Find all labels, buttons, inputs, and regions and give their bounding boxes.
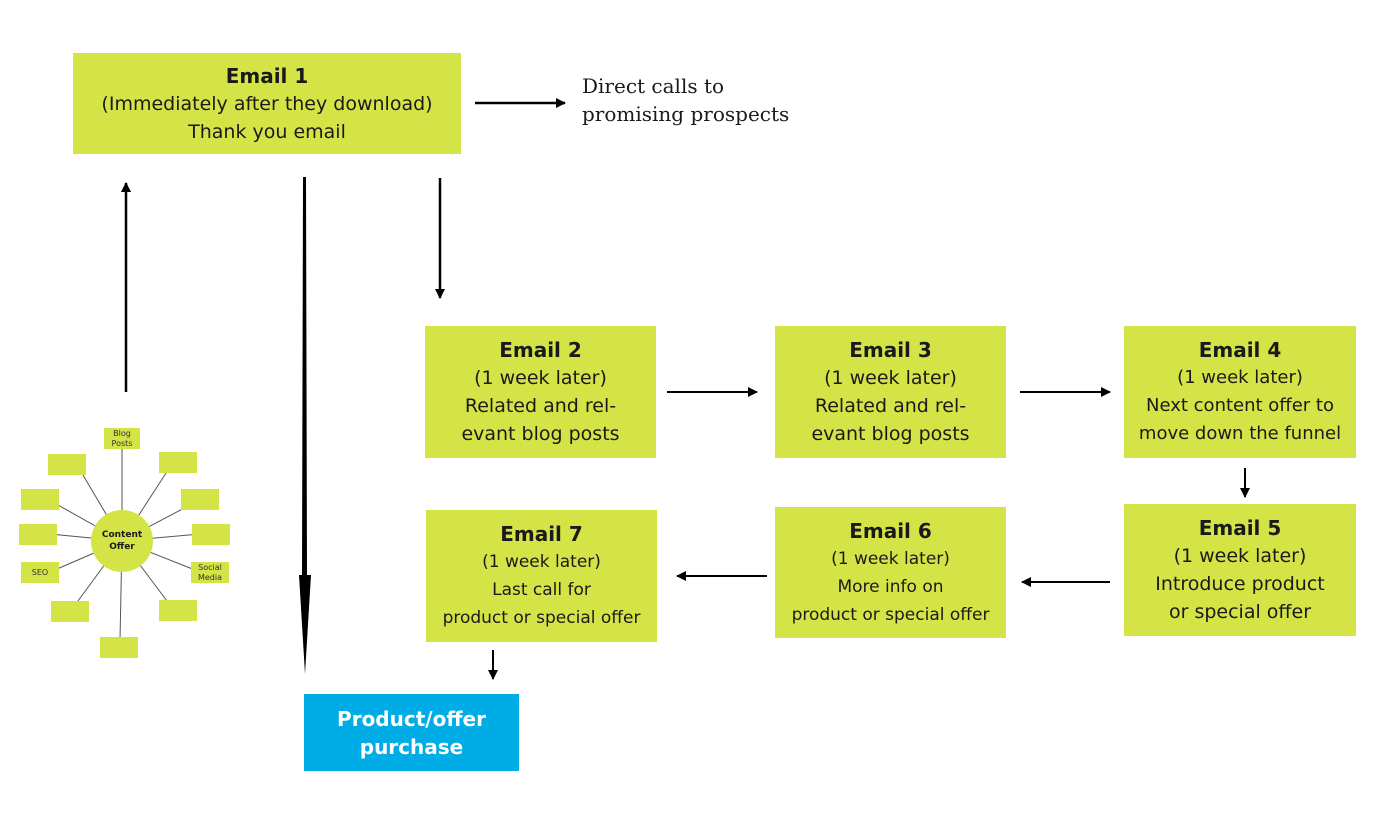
email-7-title: Email 7 xyxy=(500,522,583,546)
social-media-line-1: Social xyxy=(198,562,222,572)
email-4-title: Email 4 xyxy=(1198,338,1282,362)
email-5-timing: (1 week later) xyxy=(1173,545,1307,567)
offer-node-blank xyxy=(159,600,197,621)
email-7-timing: (1 week later) xyxy=(482,552,601,572)
email-4-box: Email 4 (1 week later) Next content offe… xyxy=(1124,326,1356,458)
email-4-description-2: move down the funnel xyxy=(1138,423,1342,444)
email-7-description-1: Last call for xyxy=(492,580,591,600)
email-1-description: Thank you email xyxy=(188,120,346,143)
email-6-timing: (1 week later) xyxy=(831,548,950,569)
email-5-title: Email 5 xyxy=(1198,516,1282,540)
email-2-timing: (1 week later) xyxy=(474,367,607,389)
email-2-title: Email 2 xyxy=(499,338,582,362)
email-2-box: Email 2 (1 week later) Related and rel- … xyxy=(425,326,656,458)
hub-line-1: Content xyxy=(101,530,143,540)
offer-node-blank xyxy=(181,489,219,510)
email-1-title: Email 1 xyxy=(225,63,309,88)
email-1-timing: (Immediately after they download) xyxy=(101,92,433,115)
content-offer-hub: Content Offer xyxy=(91,510,153,572)
social-media-line-2: Media xyxy=(197,572,223,582)
direct-calls-note: Direct calls to promising prospects xyxy=(582,72,789,128)
product-offer-purchase-box: Product/offer purchase xyxy=(304,694,519,771)
direct-calls-line-2: promising prospects xyxy=(582,102,790,126)
email-5-box: Email 5 (1 week later) Introduce product… xyxy=(1124,504,1356,636)
offer-node-blank xyxy=(48,454,86,475)
offer-node-blank xyxy=(51,601,89,622)
email-3-description-1: Related and rel- xyxy=(814,395,967,417)
offer-node-blank xyxy=(192,524,230,545)
arrow-email1-to-purchase xyxy=(299,177,311,674)
email-6-description-1: More info on xyxy=(837,576,944,597)
hub-line-2: Offer xyxy=(109,542,135,552)
email-6-title: Email 6 xyxy=(849,518,932,543)
blog-posts-node: Blog Posts xyxy=(104,428,140,449)
email-4-timing: (1 week later) xyxy=(1177,367,1303,388)
offer-node-blank xyxy=(21,489,59,510)
email-2-description-2: evant blog posts xyxy=(461,423,620,445)
email-3-title: Email 3 xyxy=(849,338,932,362)
purchase-line-2: purchase xyxy=(359,734,464,759)
email-6-box: Email 6 (1 week later) More info on prod… xyxy=(775,507,1006,638)
direct-calls-line-1: Direct calls to xyxy=(582,74,725,98)
seo-label: SEO xyxy=(31,567,49,577)
social-media-node: Social Media xyxy=(191,562,229,583)
email-7-box: Email 7 (1 week later) Last call for pro… xyxy=(426,510,657,642)
offer-node-blank xyxy=(100,637,138,658)
email-2-description-1: Related and rel- xyxy=(464,395,617,417)
offer-node-blank xyxy=(19,524,57,545)
email-7-description-2: product or special offer xyxy=(442,608,641,628)
blog-posts-line-2: Posts xyxy=(111,438,133,448)
email-6-description-2: product or special offer xyxy=(791,604,990,625)
blog-posts-line-1: Blog xyxy=(113,428,131,438)
email-3-timing: (1 week later) xyxy=(824,367,957,389)
email-5-description-2: or special offer xyxy=(1168,601,1312,623)
email-3-description-2: evant blog posts xyxy=(811,423,970,445)
email-4-description-1: Next content offer to xyxy=(1146,395,1334,416)
seo-node: SEO xyxy=(21,562,59,583)
offer-node-blank xyxy=(159,452,197,473)
purchase-line-1: Product/offer xyxy=(337,706,486,731)
email-5-description-1: Introduce product xyxy=(1155,573,1325,595)
email-1-box: Email 1 (Immediately after they download… xyxy=(73,53,461,154)
email-3-box: Email 3 (1 week later) Related and rel- … xyxy=(775,326,1006,458)
